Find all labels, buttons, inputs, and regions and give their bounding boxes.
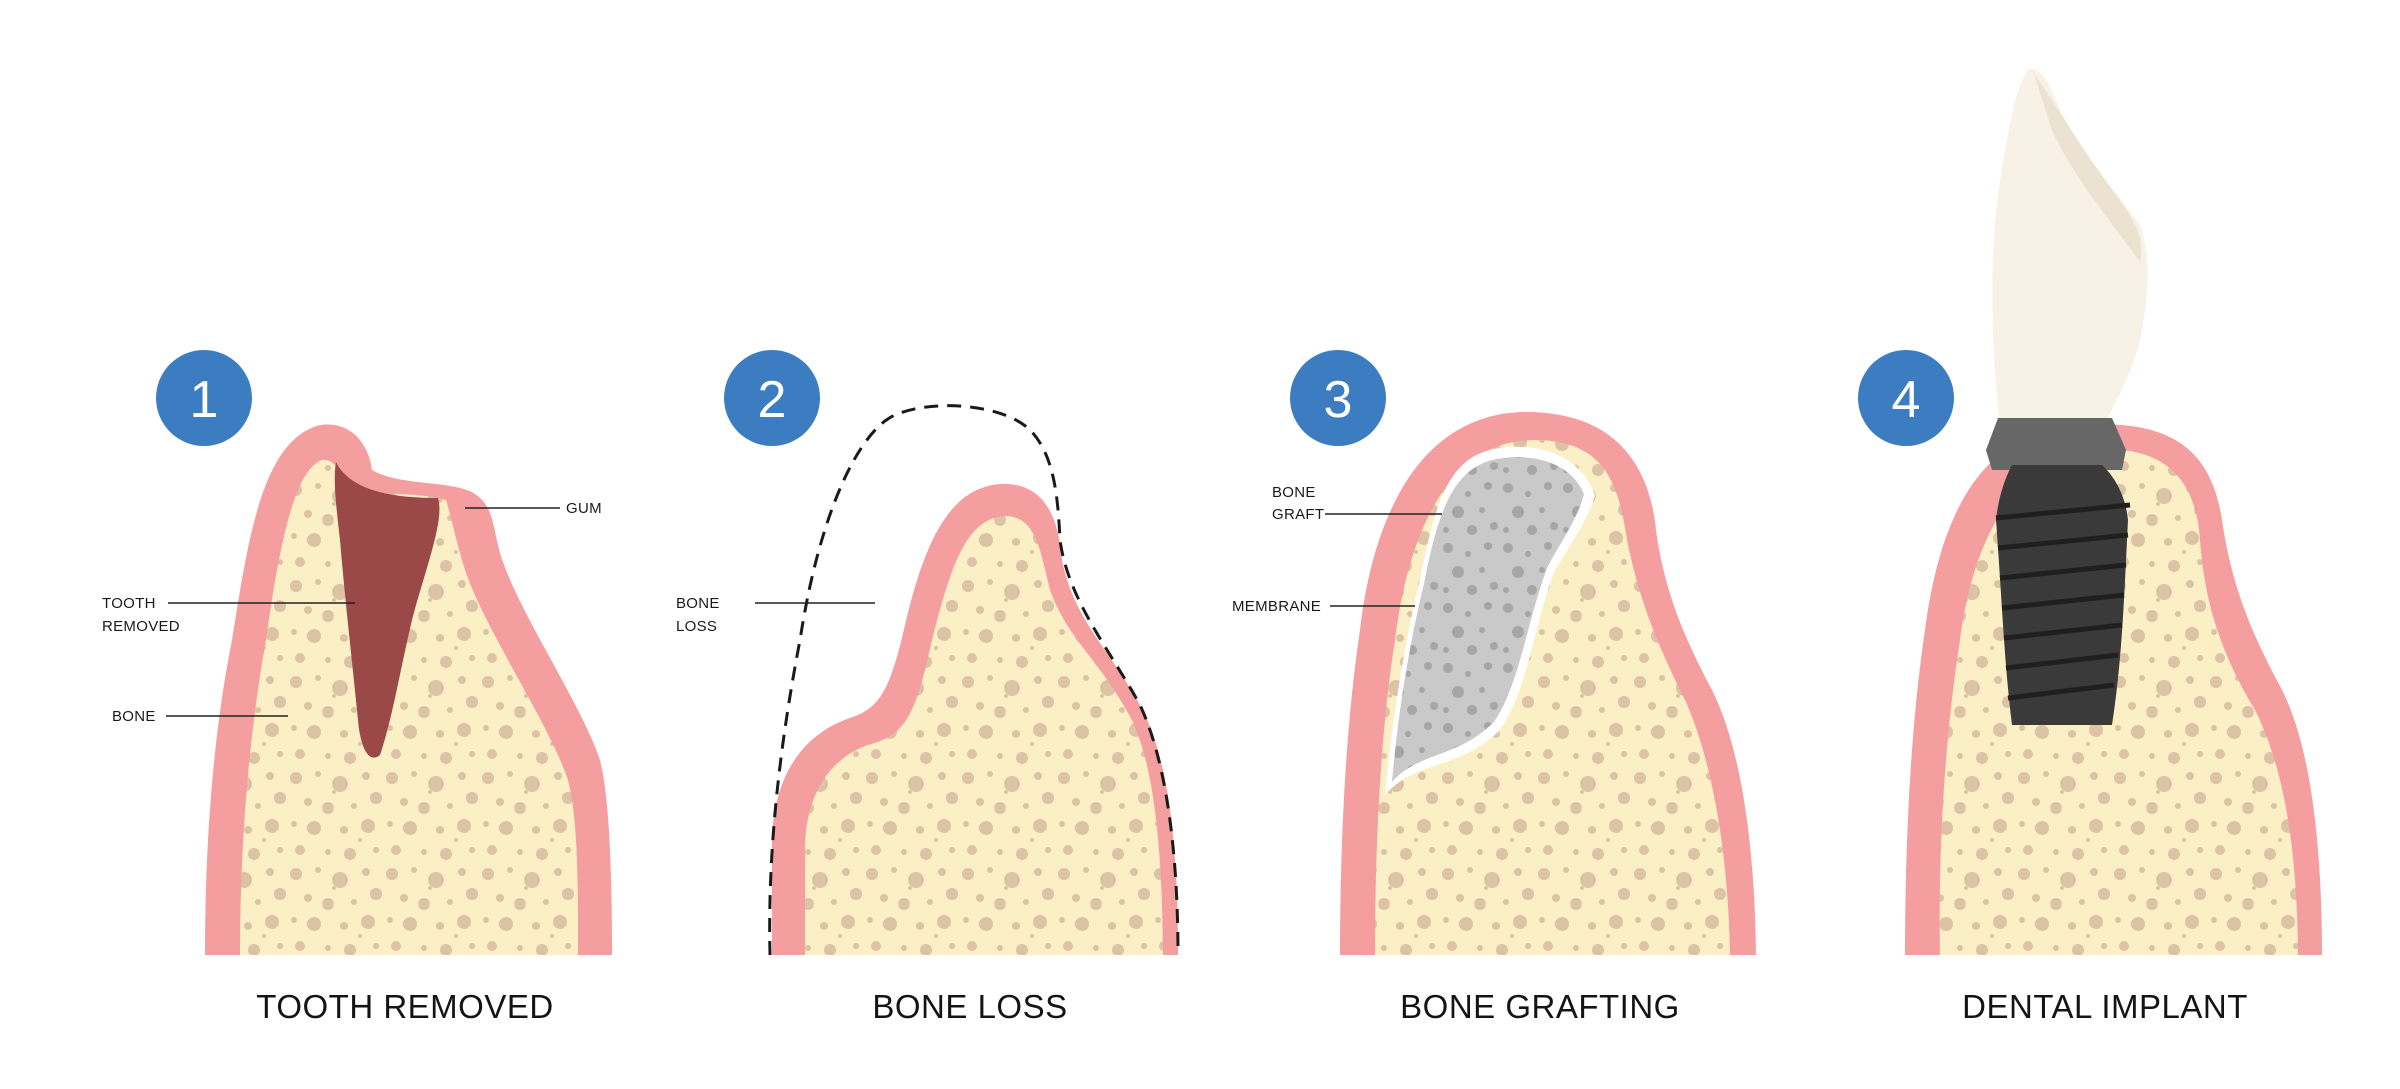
bone	[805, 516, 1163, 955]
step-1-tooth-removed: 1 GUM TOOTH REMOVED BONE TOOTH REMOVED	[102, 350, 612, 1025]
crown-shade	[2034, 74, 2142, 262]
original-bone-outline	[768, 404, 1180, 956]
tooth-removed-label-line1: TOOTH	[102, 595, 156, 612]
step-caption: DENTAL IMPLANT	[1962, 988, 2248, 1025]
step-3-bone-grafting: 3 BONE GRAFT MEMBRANE BONE GRAFTING	[1232, 350, 1756, 1025]
step-caption: TOOTH REMOVED	[256, 988, 553, 1025]
step-number: 3	[1324, 371, 1353, 429]
step-caption: BONE LOSS	[872, 988, 1067, 1025]
bone-graft-label-line2: GRAFT	[1272, 506, 1324, 523]
bone-loss-label-line2: LOSS	[676, 618, 717, 635]
step-2-bone-loss: 2 BONE LOSS BONE LOSS	[676, 350, 1180, 1025]
membrane-label: MEMBRANE	[1232, 598, 1321, 615]
tooth-removed-label-line2: REMOVED	[102, 618, 180, 635]
badge-2: 2	[724, 350, 820, 446]
bone-loss-label-line1: BONE	[676, 595, 720, 612]
badge-3: 3	[1290, 350, 1386, 446]
screw-threads	[1995, 502, 2131, 701]
step-number: 4	[1892, 371, 1921, 429]
bone-graft-label-line1: BONE	[1272, 484, 1316, 501]
bone	[240, 459, 578, 955]
tooth-socket	[334, 462, 440, 758]
abutment	[1986, 418, 2126, 470]
crown	[1992, 69, 2148, 426]
bone-graft	[1392, 457, 1584, 782]
step-4-dental-implant: 4 DENTAL IMPLANT	[1858, 69, 2322, 1025]
gum-label: GUM	[566, 500, 602, 517]
badge-1: 1	[156, 350, 252, 446]
step-number: 1	[190, 371, 219, 429]
badge-4: 4	[1858, 350, 1954, 446]
bone-label: BONE	[112, 708, 156, 725]
step-number: 2	[758, 371, 787, 429]
step-caption: BONE GRAFTING	[1400, 988, 1680, 1025]
